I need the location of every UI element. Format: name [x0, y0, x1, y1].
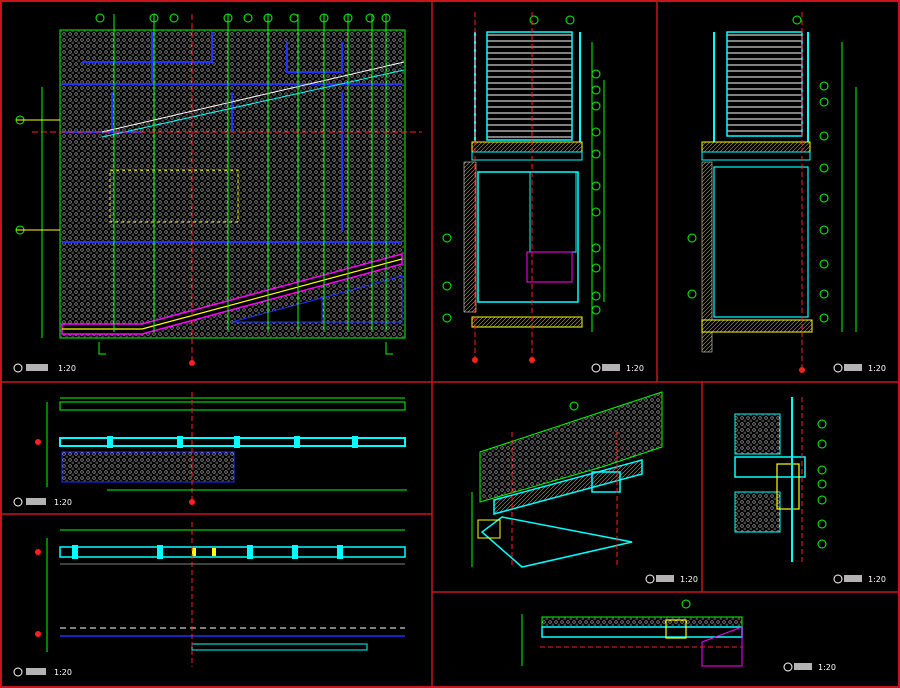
panel-4-scale: 1:20 [54, 498, 72, 507]
panel-8-detail: 1:20 [521, 599, 836, 672]
panel-4-plan: 1:20 [13, 392, 407, 507]
panel-5-plan: 1:20 [13, 522, 406, 677]
panel-6-scale: 1:20 [680, 575, 698, 584]
panel-1-scale: 1:20 [58, 364, 76, 373]
panel-8-scale: 1:20 [818, 663, 836, 672]
panel-3-scale: 1:20 [868, 364, 886, 373]
panel-7-detail: 1:20 [734, 397, 886, 584]
panel-3-section: 1:20 [687, 12, 886, 373]
panel-2-section: 1:20 [442, 12, 644, 373]
panel-1-elevation: 1:20 [13, 13, 422, 373]
panel-5-scale: 1:20 [54, 668, 72, 677]
panel-7-scale: 1:20 [868, 575, 886, 584]
panel-6-sloped-section: 1:20 [471, 391, 698, 584]
panel-2-scale: 1:20 [626, 364, 644, 373]
